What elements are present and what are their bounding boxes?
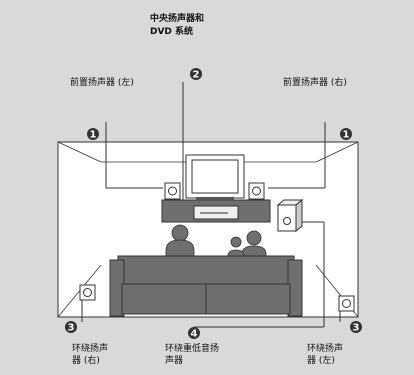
marker-center: 2 [190,68,202,81]
label-front-left: 前置扬声器 (左) [70,78,134,88]
marker-surround-left: 3 [350,321,362,334]
sofa [109,255,303,317]
surround-right-speaker [79,284,96,301]
marker-front-left: 1 [87,128,99,141]
label-surround-right-line2: 器 (右) [72,356,100,366]
label-front-right: 前置扬声器 (右) [283,78,347,88]
svg-text:1: 1 [343,130,350,141]
surround-left-speaker [338,295,355,312]
svg-text:3: 3 [68,323,75,334]
label-subwoofer-line2: 声器 [165,356,184,366]
label-surround-left-line1: 环绕扬声 [307,344,344,354]
marker-subwoofer: 4 [188,327,200,340]
tv-set [185,154,245,201]
callout-lines [81,82,341,328]
marker-front-right: 1 [340,128,352,141]
subwoofer [276,198,304,233]
marker-surround-right: 3 [65,321,77,334]
label-subwoofer-line1: 环绕重低音扬 [165,344,220,354]
label-center-line1: 中央扬声器和 [150,14,205,24]
svg-text:4: 4 [191,329,198,340]
svg-text:2: 2 [193,70,200,81]
svg-text:3: 3 [353,323,360,334]
label-surround-right-line1: 环绕扬声 [72,344,109,354]
svg-text:1: 1 [90,130,97,141]
front-right-speaker [248,182,265,200]
tv-cabinet [161,199,271,223]
front-left-speaker [164,182,181,200]
label-center-line2: DVD 系统 [150,27,194,37]
label-surround-left-line2: 器 (左) [307,356,335,366]
